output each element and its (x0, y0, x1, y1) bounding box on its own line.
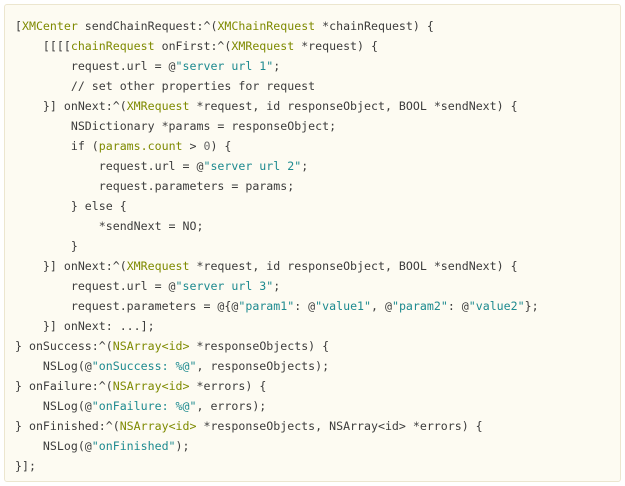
code-token: "server url 2" (203, 159, 302, 173)
code-line: *sendNext = NO; (15, 216, 620, 236)
code-token: NSDictionary *params = responseObject; (15, 119, 337, 133)
code-token: "value1" (315, 299, 372, 313)
code-token: request.parameters = params; (15, 179, 295, 193)
code-lines: [XMCenter sendChainRequest:^(XMChainRequ… (15, 16, 620, 476)
code-token: onFirst:^( (154, 39, 232, 53)
code-token: }] onNext:^( (15, 259, 127, 273)
code-token: ; (273, 59, 281, 73)
code-token: ; (301, 159, 309, 173)
code-token: } else { (15, 199, 127, 213)
code-token: if ( (15, 139, 99, 153)
code-token: *sendNext = NO; (15, 219, 204, 233)
code-line: [[[[chainRequest onFirst:^(XMRequest *re… (15, 36, 620, 56)
code-token: NSArray<id> (112, 379, 190, 393)
code-token: , errors); (196, 399, 267, 413)
code-token: } (15, 239, 78, 253)
code-token: *errors) { (189, 379, 267, 393)
code-line: NSLog(@"onSuccess: %@", responseObjects)… (15, 356, 620, 376)
code-line: }] onNext:^(XMRequest *request, id respo… (15, 256, 620, 276)
code-token: NSLog(@ (15, 439, 92, 453)
code-token: } onFinished:^( (15, 419, 120, 433)
code-token: request.parameters = @{@ (15, 299, 239, 313)
code-token: *request) { (294, 39, 378, 53)
code-token: } onFailure:^( (15, 379, 113, 393)
code-token: sendChainRequest:^( (77, 19, 218, 33)
code-token: // set other properties for request (15, 79, 316, 93)
code-line: } onFinished:^(NSArray<id> *responseObje… (15, 416, 620, 436)
code-token: "server url 3" (175, 279, 274, 293)
code-line: } onSuccess:^(NSArray<id> *responseObjec… (15, 336, 620, 356)
code-token: "param1" (238, 299, 295, 313)
code-token: chainRequest (70, 39, 155, 53)
code-token: "onFailure: %@" (91, 399, 197, 413)
code-line: NSLog(@"onFinished"); (15, 436, 620, 456)
code-token: }] onNext: ...]; (15, 319, 155, 333)
code-line: } else { (15, 196, 620, 216)
code-line: NSLog(@"onFailure: %@", errors); (15, 396, 620, 416)
code-line: } onFailure:^(NSArray<id> *errors) { (15, 376, 620, 396)
code-line: NSDictionary *params = responseObject; (15, 116, 620, 136)
code-token: , responseObjects); (196, 359, 330, 373)
code-token: "value2" (468, 299, 525, 313)
code-token: "onFinished" (91, 439, 176, 453)
code-token: "onSuccess: %@" (91, 359, 197, 373)
code-token: *responseObjects) { (189, 339, 330, 353)
code-token: params.count (98, 139, 183, 153)
code-token: "server url 1" (175, 59, 274, 73)
code-token: NSLog(@ (15, 359, 92, 373)
code-token: [ (15, 19, 22, 33)
code-token: *responseObjects, NSArray<id> *errors) { (196, 419, 483, 433)
code-token: ) { (210, 139, 232, 153)
code-block: [XMCenter sendChainRequest:^(XMChainRequ… (4, 4, 621, 482)
code-token: } onSuccess:^( (15, 339, 113, 353)
code-token: XMRequest (126, 99, 190, 113)
code-line: }] onNext: ...]; (15, 316, 620, 336)
code-token: NSArray<id> (119, 419, 197, 433)
code-token: ; (273, 279, 281, 293)
code-token: NSLog(@ (15, 399, 92, 413)
code-token: request.url = @ (15, 279, 176, 293)
code-token: 0 (203, 139, 211, 153)
code-token: XMCenter (21, 19, 78, 33)
code-line: } (15, 236, 620, 256)
code-token: : @ (294, 299, 316, 313)
code-token: XMRequest (126, 259, 190, 273)
code-line: request.url = @"server url 3"; (15, 276, 620, 296)
code-token: "param2" (391, 299, 448, 313)
code-token: XMRequest (231, 39, 295, 53)
code-line: }]; (15, 456, 620, 476)
code-token: }; (524, 299, 539, 313)
code-line: request.parameters = @{@"param1": @"valu… (15, 296, 620, 316)
code-token: [[[[ (15, 39, 71, 53)
code-line: request.parameters = params; (15, 176, 620, 196)
code-token: }]; (15, 459, 36, 473)
code-line: if (params.count > 0) { (15, 136, 620, 156)
code-token: : @ (447, 299, 469, 313)
code-token: NSArray<id> (112, 339, 190, 353)
code-token: > (182, 139, 204, 153)
code-token: *chainRequest) { (315, 19, 434, 33)
code-line: }] onNext:^(XMRequest *request, id respo… (15, 96, 620, 116)
code-token: }] onNext:^( (15, 99, 127, 113)
code-token: , @ (371, 299, 392, 313)
code-line: request.url = @"server url 1"; (15, 56, 620, 76)
code-token: *request, id responseObject, BOOL *sendN… (189, 99, 518, 113)
code-token: request.url = @ (15, 159, 204, 173)
code-token: *request, id responseObject, BOOL *sendN… (189, 259, 518, 273)
code-token: ); (175, 439, 190, 453)
code-token: XMChainRequest (217, 19, 316, 33)
code-line: [XMCenter sendChainRequest:^(XMChainRequ… (15, 16, 620, 36)
code-line: // set other properties for request (15, 76, 620, 96)
code-token: request.url = @ (15, 59, 176, 73)
code-line: request.url = @"server url 2"; (15, 156, 620, 176)
